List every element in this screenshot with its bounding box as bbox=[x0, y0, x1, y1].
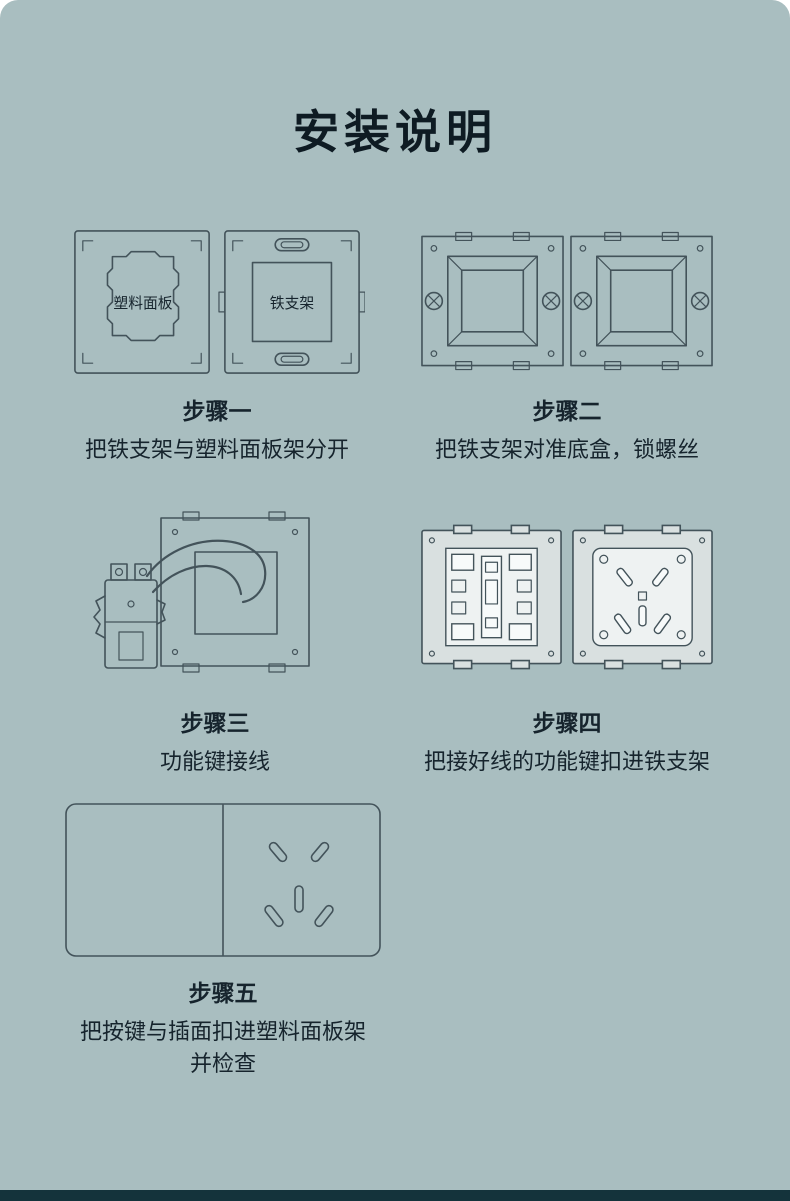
step-2-title: 步骤二 bbox=[532, 398, 602, 424]
step-2: 步骤二 把铁支架对准底盒，锁螺丝 bbox=[412, 224, 722, 466]
step-5-title: 步骤五 bbox=[188, 980, 258, 1006]
step-1: 塑料面板 铁支架 步骤一 把铁支架与塑料面板架分开 bbox=[62, 224, 372, 466]
step-5-caption: 把按键与插面扣进塑料面板架 并检查 bbox=[58, 1016, 388, 1080]
step-5-caption-line2: 并检查 bbox=[189, 1051, 256, 1076]
bracket-on-wallbox-with-screws-illustration bbox=[421, 231, 713, 371]
iron-bracket-label: 铁支架 bbox=[270, 295, 315, 312]
step-2-illustration bbox=[412, 224, 722, 380]
step-1-caption: 把铁支架与塑料面板架分开 bbox=[84, 437, 349, 462]
step-3-illustration bbox=[55, 502, 375, 692]
step-5-caption-line1: 把按键与插面扣进塑料面板架 bbox=[79, 1019, 366, 1044]
step-4-caption: 把接好线的功能键扣进铁支架 bbox=[423, 749, 710, 774]
plastic-panel-and-iron-bracket-illustration: 塑料面板 铁支架 bbox=[69, 224, 365, 380]
step-3-title: 步骤三 bbox=[180, 710, 250, 736]
plastic-panel-label: 塑料面板 bbox=[113, 294, 172, 312]
step-4: 步骤四 把接好线的功能键扣进铁支架 bbox=[412, 502, 722, 778]
step-3-caption: 功能键接线 bbox=[159, 749, 270, 774]
step-4-title: 步骤四 bbox=[532, 710, 602, 736]
step-5: 步骤五 把按键与插面扣进塑料面板架 并检查 bbox=[58, 798, 388, 1080]
step-2-caption: 把铁支架对准底盒，锁螺丝 bbox=[434, 437, 699, 462]
step-5-illustration bbox=[58, 798, 388, 962]
wired-modules-in-bracket-illustration bbox=[418, 522, 716, 672]
next-section-edge bbox=[0, 1190, 790, 1201]
step-1-title: 步骤一 bbox=[182, 398, 252, 424]
finished-switch-and-socket-panel-illustration bbox=[62, 800, 384, 960]
step-3: 步骤三 功能键接线 bbox=[55, 502, 375, 778]
step-4-illustration bbox=[412, 502, 722, 692]
function-key-wiring-illustration bbox=[65, 504, 365, 690]
step-1-illustration: 塑料面板 铁支架 bbox=[62, 224, 372, 380]
page-title: 安装说明 bbox=[293, 106, 497, 158]
